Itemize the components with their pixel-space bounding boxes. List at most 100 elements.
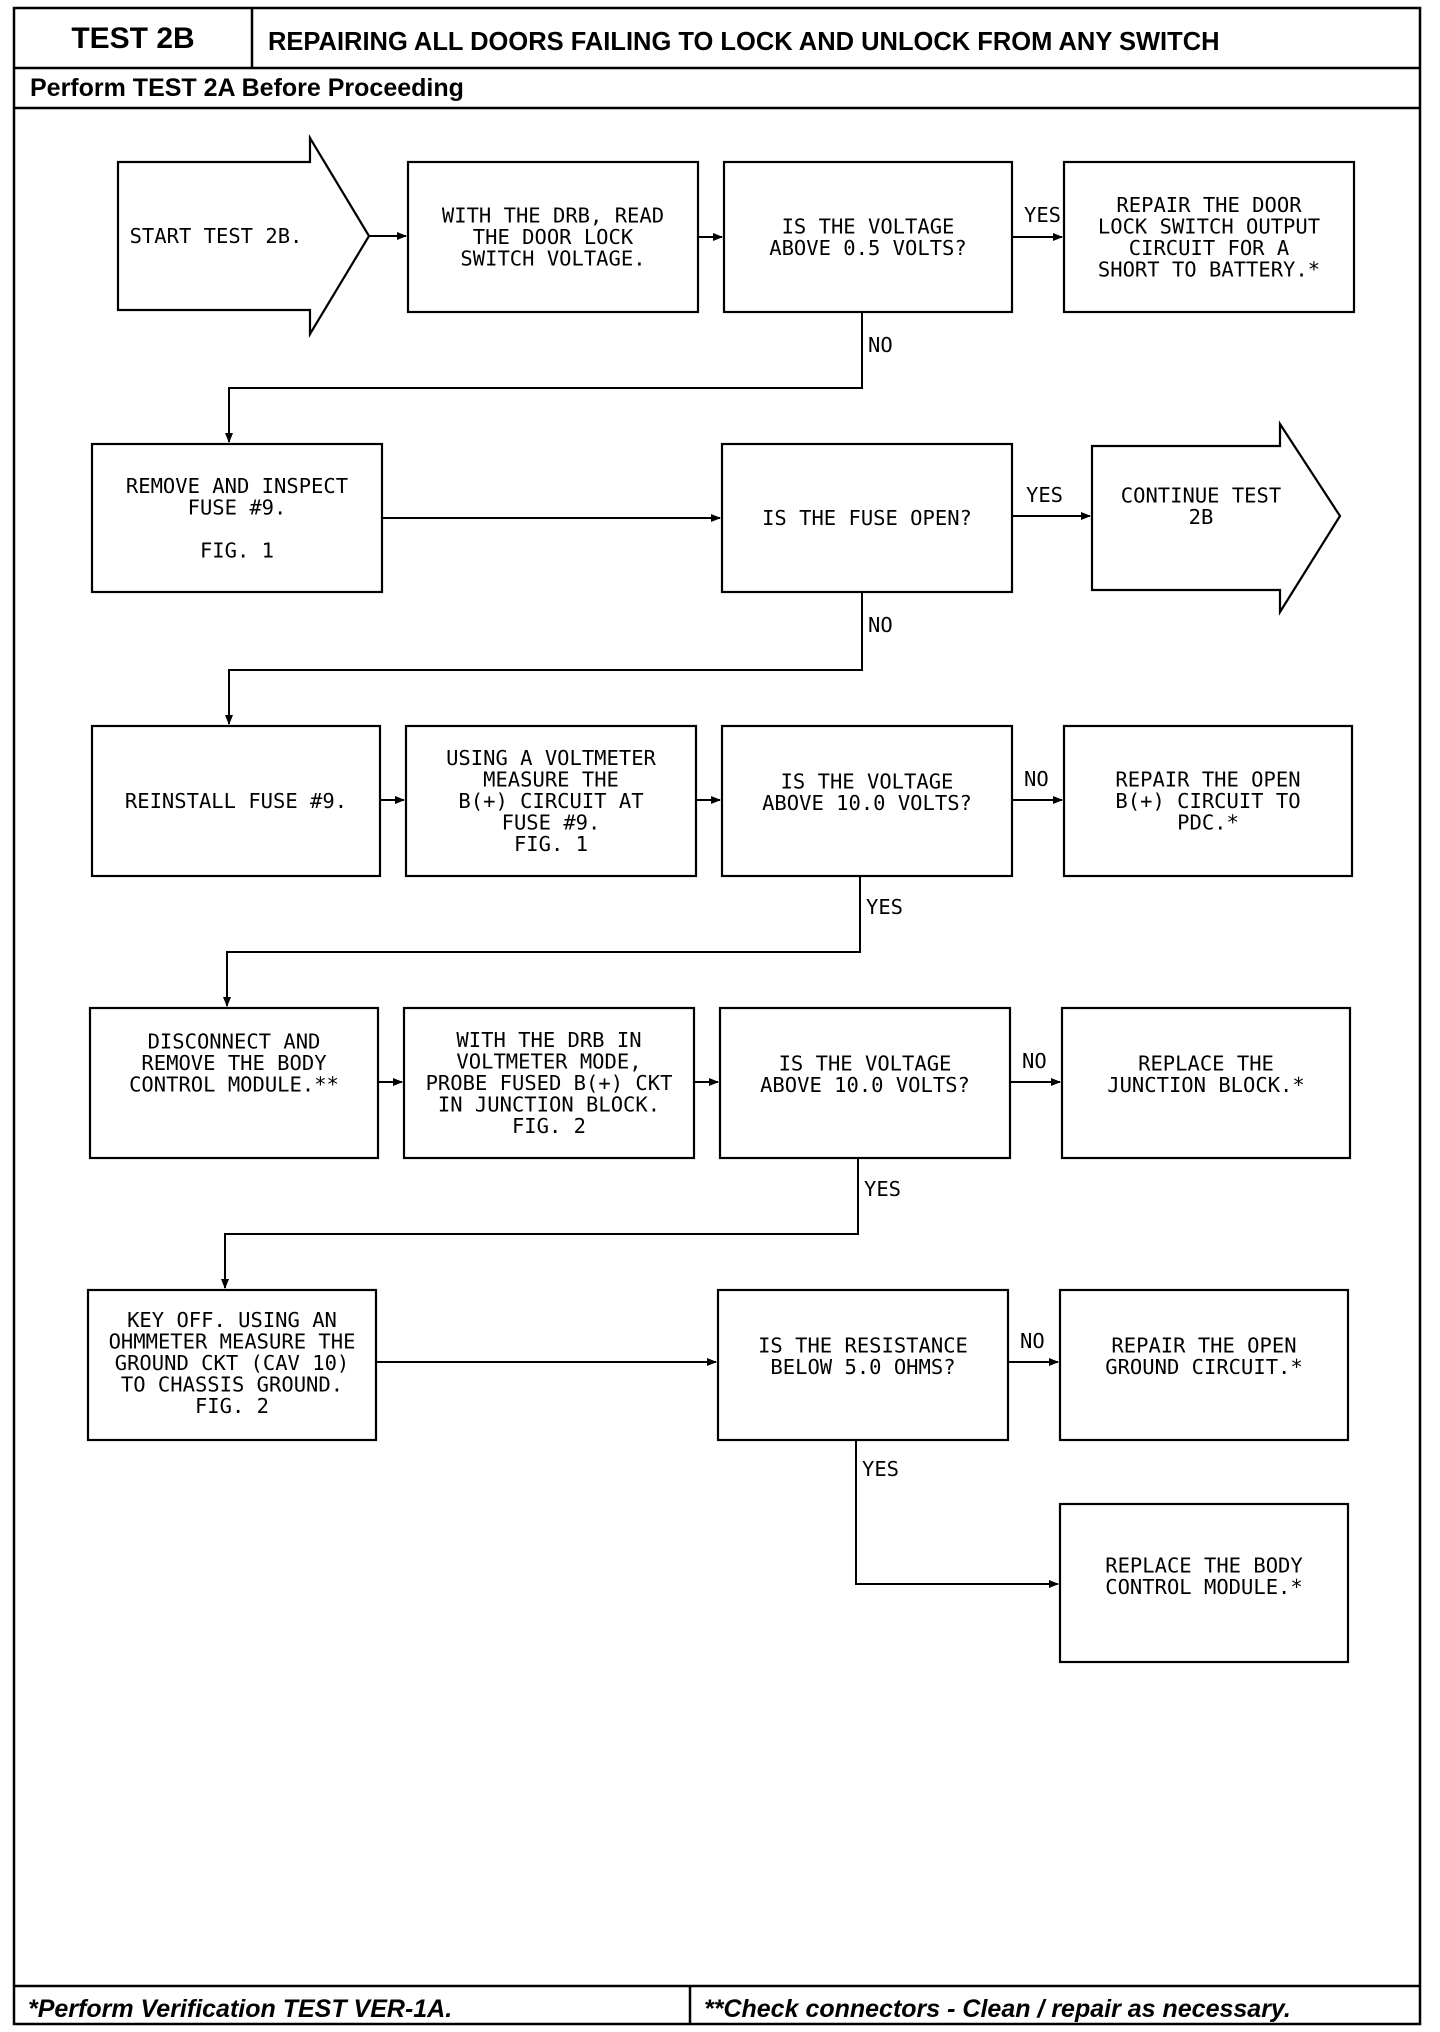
node-text-line: ABOVE 10.0 VOLTS? — [762, 791, 972, 815]
connector-q3-yes — [223, 876, 861, 1007]
node-text-line: USING A VOLTMETER — [446, 746, 656, 770]
node-text-line: 2B — [1189, 505, 1214, 529]
node-text-line: REPAIR THE OPEN — [1111, 1333, 1296, 1357]
q5-yes-label: YES — [862, 1457, 899, 1481]
node-text-line: REPLACE THE — [1138, 1051, 1274, 1075]
node-text-line: CIRCUIT FOR A — [1129, 236, 1289, 260]
node-text-line: THE DOOR LOCK — [473, 225, 634, 249]
node-text-line: REPLACE THE BODY — [1105, 1553, 1302, 1577]
remove-fuse-box — [90, 442, 384, 594]
node-text-line: ABOVE 10.0 VOLTS? — [760, 1073, 970, 1097]
node-text-line: REPAIR THE DOOR — [1116, 193, 1302, 217]
node-text-line: PROBE FUSED B(+) CKT — [426, 1071, 673, 1095]
connector-q1-no — [225, 312, 863, 443]
node-text-line: CONTROL MODULE.** — [129, 1073, 339, 1097]
node-text-line: JUNCTION BLOCK.* — [1107, 1073, 1304, 1097]
q2-no-label: NO — [868, 613, 893, 637]
node-text-line: REMOVE THE BODY — [141, 1051, 326, 1075]
q5-no-label: NO — [1020, 1329, 1045, 1353]
footer: *Perform Verification TEST VER-1A. **Che… — [14, 1984, 1420, 2024]
repair-open-ground-box — [1058, 1288, 1350, 1442]
node-text-line: B(+) CIRCUIT TO — [1115, 789, 1300, 813]
node-text-line: MEASURE THE — [483, 768, 619, 792]
start-node-text: START TEST 2B. — [130, 224, 303, 248]
fuse-open-decision — [720, 442, 1014, 594]
repair-short-battery-box — [1062, 160, 1356, 314]
node-text-line: FIG. 2 — [512, 1114, 586, 1138]
reinstall-fuse-box — [90, 724, 382, 878]
node-text-line: FUSE #9. — [188, 495, 287, 519]
node-text-line: REINSTALL FUSE #9. — [125, 789, 347, 813]
voltage-above-10-decision-b — [718, 1006, 1012, 1160]
node-text-line: PDC.* — [1177, 811, 1239, 835]
node-text-line: FIG. 1 — [200, 538, 274, 562]
node-text-line: FIG. 1 — [514, 832, 588, 856]
node-text-line: OHMMETER MEASURE THE — [109, 1330, 356, 1354]
q4-yes-label: YES — [864, 1177, 901, 1201]
node-text-line: IS THE FUSE OPEN? — [762, 506, 972, 530]
node-text-line: IS THE VOLTAGE — [779, 1051, 952, 1075]
node-text-line: GROUND CKT (CAV 10) — [115, 1351, 350, 1375]
voltage-above-05-decision — [722, 160, 1014, 314]
q1-no-label: NO — [868, 333, 893, 357]
fuse-open-text: IS THE FUSE OPEN? — [762, 506, 972, 530]
node-text-line: CONTINUE TEST — [1121, 483, 1281, 507]
header: TEST 2B REPAIRING ALL DOORS FAILING TO L… — [14, 8, 1420, 110]
q4-no-label: NO — [1022, 1049, 1047, 1073]
start-arrow-node — [116, 134, 371, 338]
page-title: REPAIRING ALL DOORS FAILING TO LOCK AND … — [268, 28, 1220, 56]
node-text-line: WITH THE DRB, READ — [442, 204, 664, 228]
node-text-line: SWITCH VOLTAGE. — [460, 247, 645, 271]
measure-bplus-box — [404, 724, 698, 878]
node-text-line: REPAIR THE OPEN — [1115, 768, 1300, 792]
connector-note: **Check connectors - Clean / repair as n… — [704, 1995, 1291, 2023]
replace-bcm-box — [1058, 1502, 1350, 1664]
replace-junction-block-box — [1060, 1006, 1352, 1160]
prerequisite-note: Perform TEST 2A Before Proceeding — [30, 74, 464, 102]
node-text-line: DISCONNECT AND — [148, 1030, 321, 1054]
node-text-line: LOCK SWITCH OUTPUT — [1098, 214, 1320, 238]
q3-yes-label: YES — [866, 895, 903, 919]
node-text-line: IS THE RESISTANCE — [758, 1333, 968, 1357]
connector-q4-yes — [221, 1158, 859, 1289]
node-text-line: GROUND CIRCUIT.* — [1105, 1355, 1302, 1379]
node-text-line: KEY OFF. USING AN — [127, 1308, 337, 1332]
node-text-line: B(+) CIRCUIT AT — [458, 789, 643, 813]
node-text-line: TO CHASSIS GROUND. — [121, 1373, 343, 1397]
node-text-line: BELOW 5.0 OHMS? — [770, 1355, 955, 1379]
voltage-above-10-decision-a — [720, 724, 1014, 878]
node-text-line: FUSE #9. — [502, 811, 601, 835]
probe-fused-ckt-box — [402, 1006, 696, 1160]
connector-q5-yes — [855, 1440, 1059, 1588]
q3-no-label: NO — [1024, 767, 1049, 791]
node-text-line: IS THE VOLTAGE — [782, 214, 955, 238]
measure-ground-box — [86, 1288, 378, 1442]
node-text-line: FIG. 2 — [195, 1394, 269, 1418]
reinstall-fuse-text: REINSTALL FUSE #9. — [125, 789, 347, 813]
resistance-below-5-decision — [716, 1288, 1010, 1442]
node-text-line: IS THE VOLTAGE — [781, 769, 954, 793]
q1-yes-label: YES — [1024, 203, 1061, 227]
node-text-line: REMOVE AND INSPECT — [126, 474, 348, 498]
test-id: TEST 2B — [71, 22, 194, 55]
node-text-line: WITH THE DRB IN — [456, 1028, 641, 1052]
node-text-line: VOLTMETER MODE, — [456, 1050, 641, 1074]
continue-test-arrow-node — [1090, 420, 1342, 616]
q2-yes-label: YES — [1026, 483, 1063, 507]
